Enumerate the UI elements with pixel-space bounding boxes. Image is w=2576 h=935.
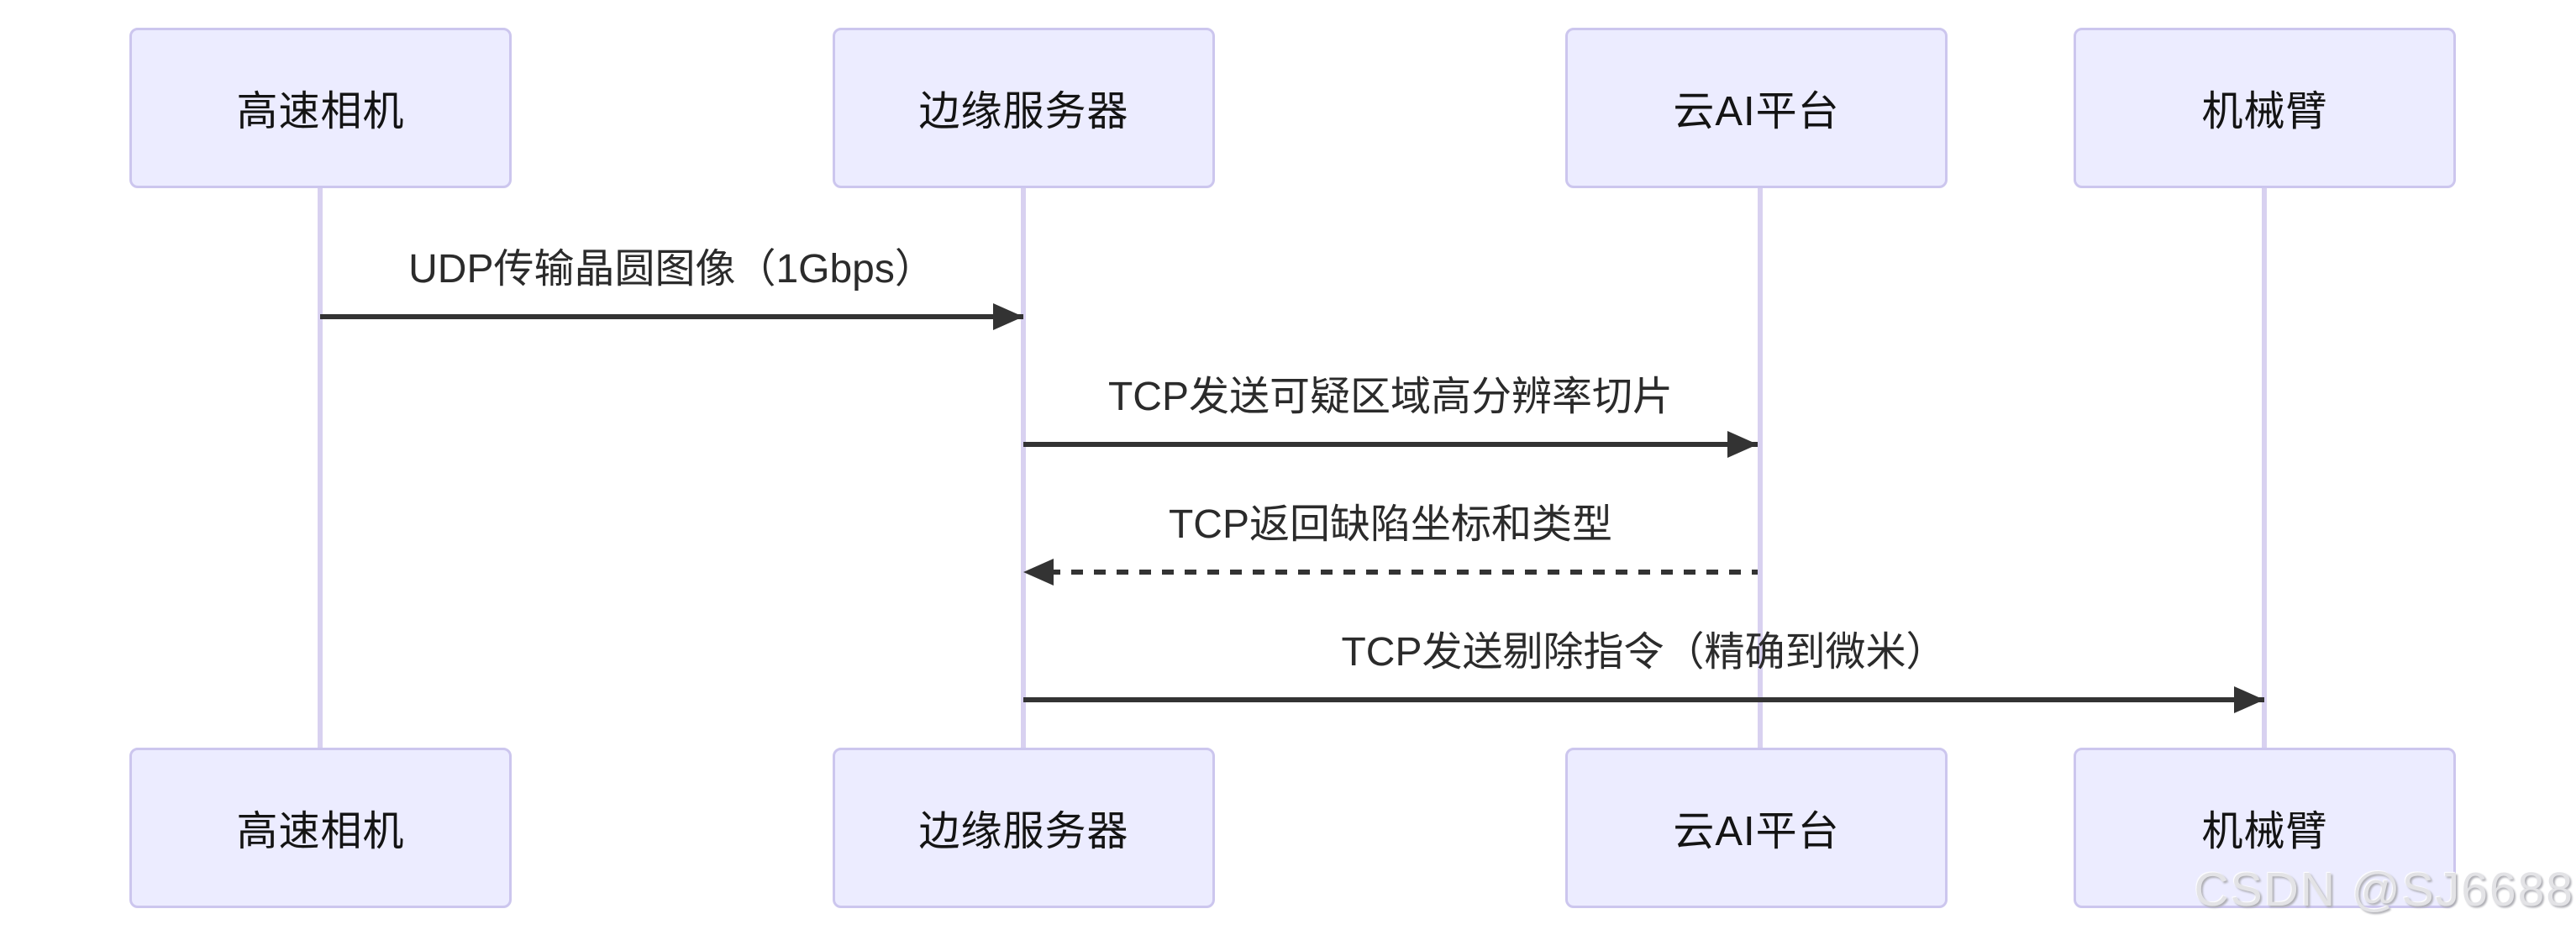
lifeline-robot-arm xyxy=(2262,188,2267,748)
csdn-watermark: CSDN @SJ6688 xyxy=(2194,863,2574,917)
actor-label: 机械臂 xyxy=(2201,89,2328,134)
message-udp-wafer-image: UDP传输晶圆图像（1Gbps） xyxy=(320,242,1023,330)
message-tcp-return-defects: TCP返回缺陷坐标和类型 xyxy=(1023,497,1758,586)
message-arrow-line xyxy=(1023,442,1758,447)
actor-label: 高速相机 xyxy=(236,809,405,854)
actor-label: 边缘服务器 xyxy=(918,809,1129,854)
message-label: UDP传输晶圆图像（1Gbps） xyxy=(408,247,935,292)
message-label: TCP返回缺陷坐标和类型 xyxy=(1168,502,1612,547)
lifeline-camera xyxy=(318,188,323,748)
actor-label: 云AI平台 xyxy=(1673,809,1840,854)
message-tcp-reject-command: TCP发送剔除指令（精确到微米） xyxy=(1023,625,2264,713)
message-label: TCP发送可疑区域高分辨率切片 xyxy=(1107,375,1673,419)
actor-label: 边缘服务器 xyxy=(918,89,1129,134)
lifeline-cloud-ai xyxy=(1758,188,1763,748)
actor-label: 机械臂 xyxy=(2201,809,2328,854)
arrowhead-right-icon xyxy=(993,303,1023,330)
actor-box-camera-top: 高速相机 xyxy=(129,28,512,188)
actor-box-robot-arm-top: 机械臂 xyxy=(2074,28,2456,188)
actor-box-camera-bottom: 高速相机 xyxy=(129,748,512,908)
actor-box-edge-server-top: 边缘服务器 xyxy=(833,28,1215,188)
actor-box-cloud-ai-bottom: 云AI平台 xyxy=(1565,748,1948,908)
message-label: TCP发送剔除指令（精确到微米） xyxy=(1341,630,1947,675)
message-arrow-line xyxy=(1023,697,2264,702)
message-dashed-line xyxy=(1049,570,1758,575)
actor-label: 云AI平台 xyxy=(1673,89,1840,134)
lifeline-edge-server xyxy=(1021,188,1026,748)
message-tcp-send-slices: TCP发送可疑区域高分辨率切片 xyxy=(1023,370,1758,458)
arrowhead-right-icon xyxy=(1727,431,1758,458)
message-arrow-line xyxy=(320,314,1023,319)
arrowhead-left-icon xyxy=(1023,559,1054,586)
actor-box-edge-server-bottom: 边缘服务器 xyxy=(833,748,1215,908)
actor-label: 高速相机 xyxy=(236,89,405,134)
actor-box-robot-arm-bottom: 机械臂 xyxy=(2074,748,2456,908)
arrowhead-right-icon xyxy=(2234,686,2264,713)
actor-box-cloud-ai-top: 云AI平台 xyxy=(1565,28,1948,188)
